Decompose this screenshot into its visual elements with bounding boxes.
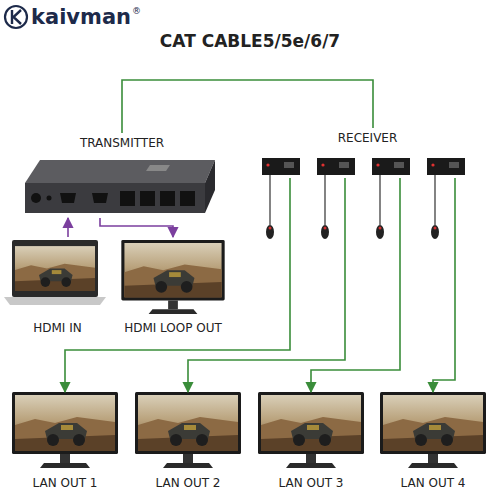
cable-connector — [100, 218, 173, 237]
node-label: LAN OUT 4 — [401, 476, 466, 490]
node-label: LAN OUT 2 — [156, 476, 221, 490]
cable-connector — [311, 178, 400, 392]
output-monitor: LAN OUT 2 — [135, 392, 241, 492]
output-monitor: LAN OUT 1 — [12, 392, 118, 492]
registered-mark: ® — [132, 6, 141, 16]
node-label: HDMI IN — [33, 321, 82, 335]
loop-monitor: HDMI LOOP OUT — [118, 237, 228, 337]
monitor-picture — [135, 392, 241, 468]
laptop-picture — [4, 240, 106, 305]
monitor-picture — [258, 392, 364, 468]
cable-connector — [122, 80, 373, 133]
logo-icon — [5, 6, 27, 28]
monitor-picture — [12, 392, 118, 468]
cable-connector — [433, 178, 455, 392]
transmitter-unit: TRANSMITTER — [22, 133, 222, 218]
node-label: TRANSMITTER — [80, 136, 164, 150]
monitor-picture — [380, 392, 486, 468]
transmitter-device — [25, 160, 215, 213]
diagram-title: CAT CABLE5/5e/6/7 — [0, 31, 500, 51]
receiver-group: RECEIVER — [255, 128, 480, 178]
output-monitor: LAN OUT 3 — [258, 392, 364, 492]
cable-connector — [188, 178, 345, 392]
loop-monitor-picture — [121, 240, 224, 314]
node-label: LAN OUT 3 — [279, 476, 344, 490]
laptop-source: HDMI IN — [5, 237, 110, 337]
receiver-devices — [262, 158, 465, 239]
brand-logo: kaivman — [31, 5, 131, 29]
node-label: LAN OUT 1 — [33, 476, 98, 490]
node-label: RECEIVER — [338, 131, 398, 145]
output-monitor: LAN OUT 4 — [380, 392, 486, 492]
node-label: HDMI LOOP OUT — [124, 321, 222, 335]
cable-connector — [67, 218, 69, 237]
